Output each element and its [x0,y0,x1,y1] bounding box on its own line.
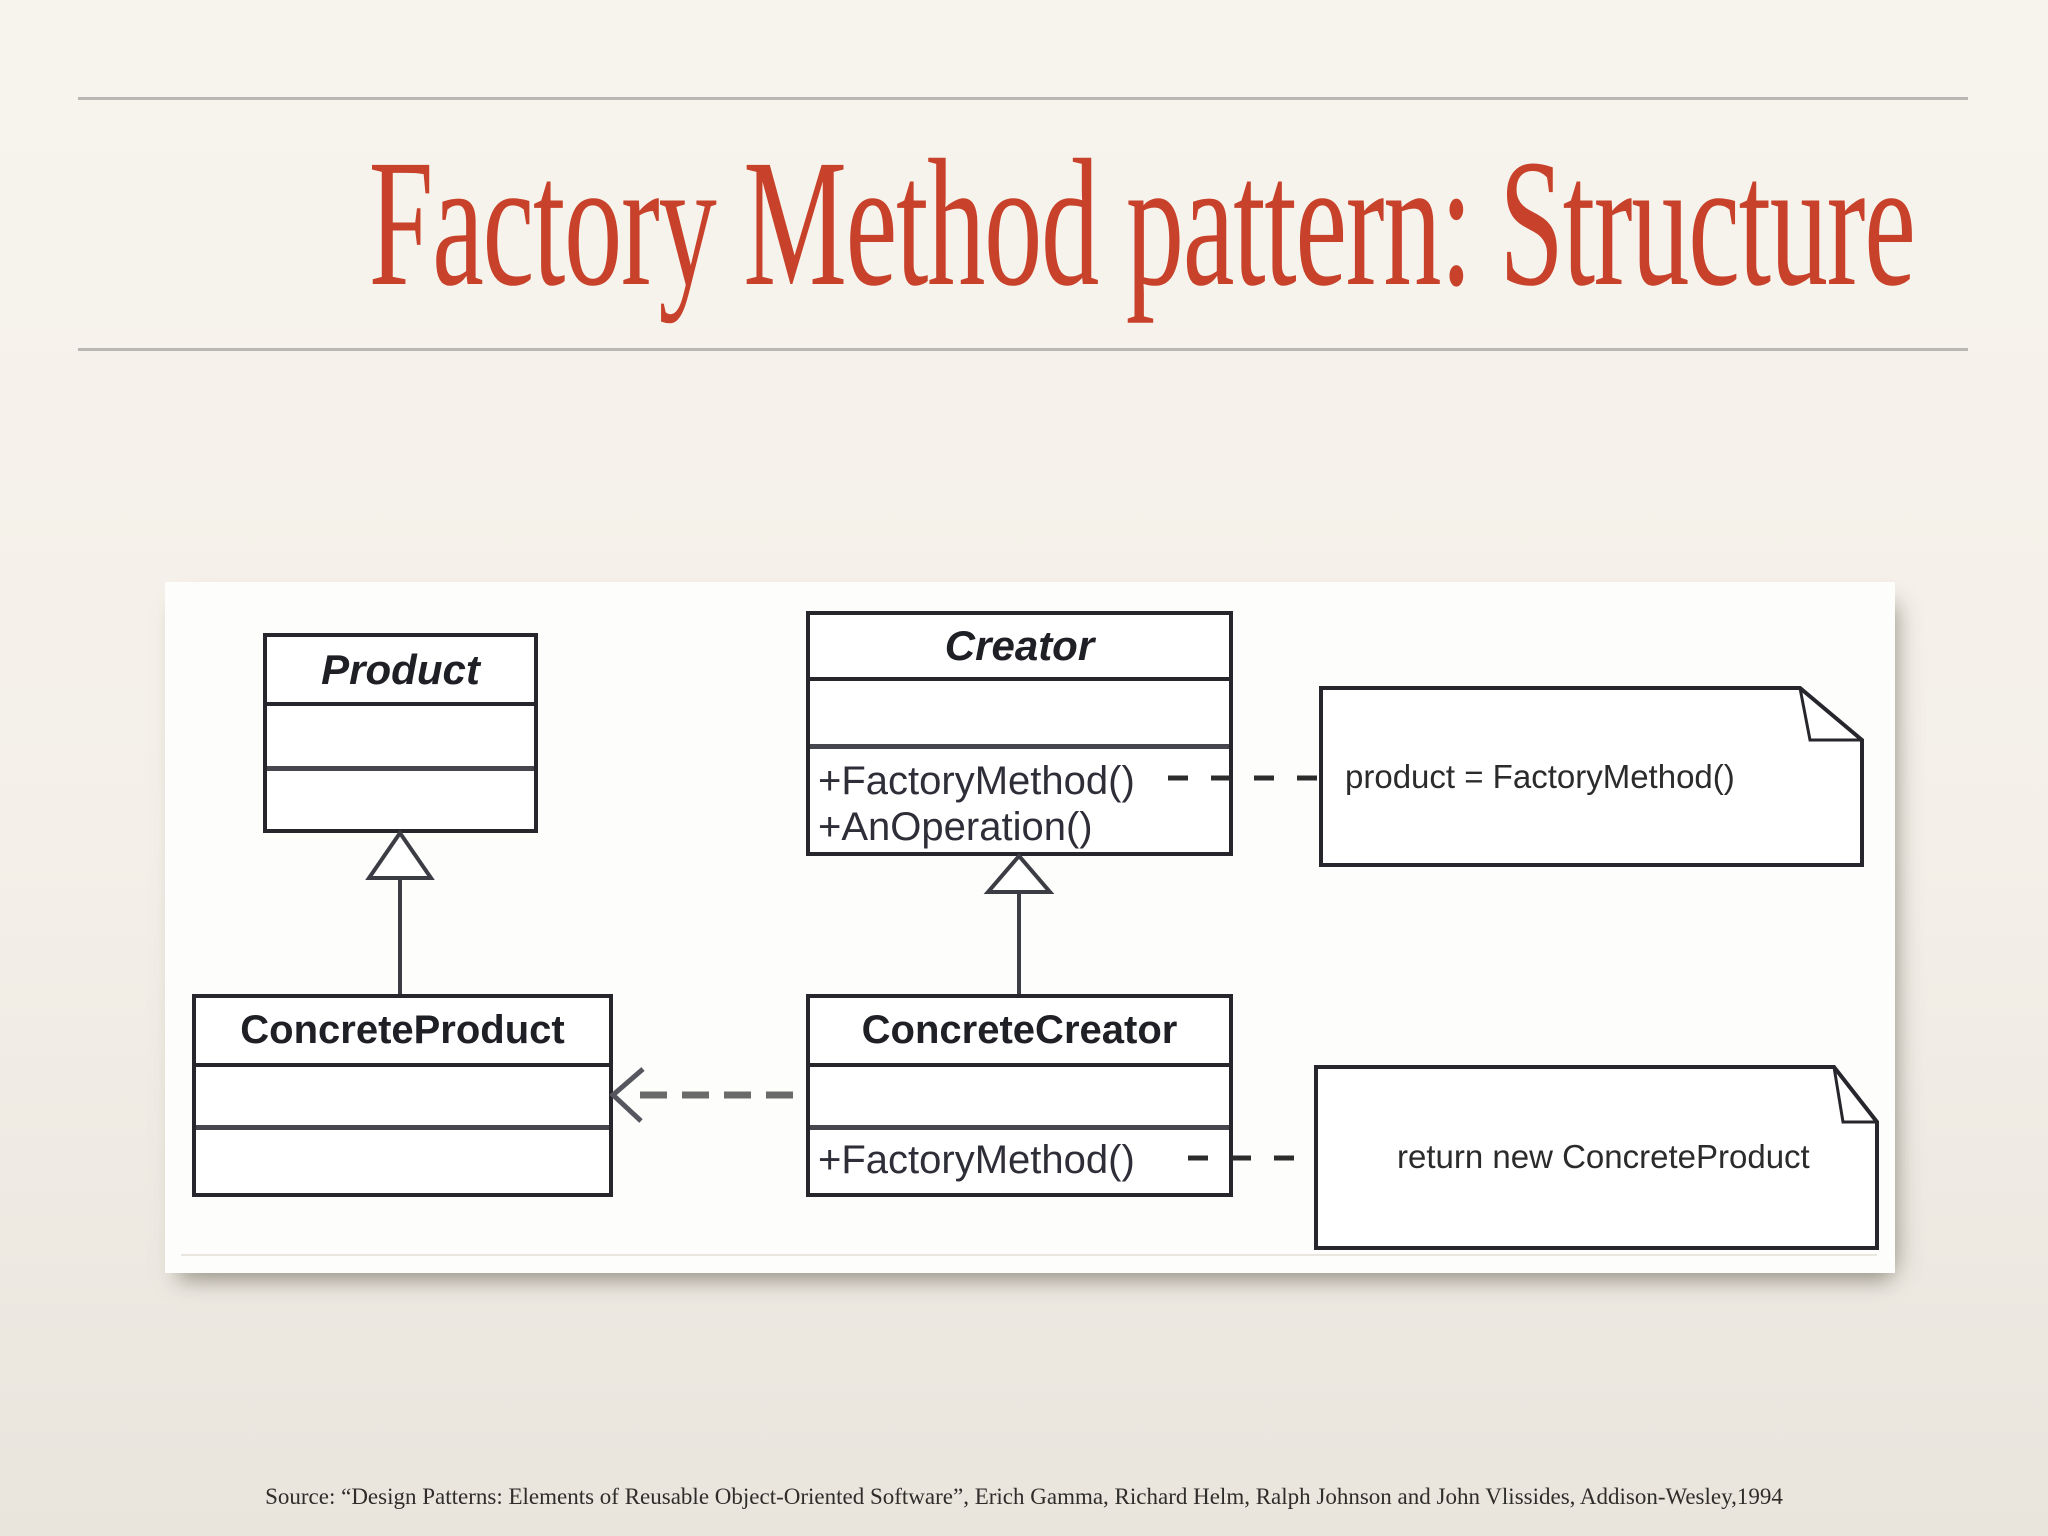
creator-attributes-compartment [810,681,1229,749]
class-title-product: Product [267,637,534,706]
method-label-factorymethod-2: +FactoryMethod() [818,1138,1135,1182]
diagram-panel: Product Creator +FactoryMethod() +AnOper… [165,582,1895,1273]
uml-class-creator: Creator +FactoryMethod() +AnOperation() [806,611,1233,856]
class-title-creator: Creator [810,615,1229,681]
inheritance-arrow-creator [983,852,1055,994]
uml-class-concrete-product: ConcreteProduct [192,994,613,1197]
note-text-bottom: return new ConcreteProduct [1397,1138,1810,1175]
title-bottom-rule [78,348,1968,351]
title-top-rule [78,97,1968,100]
diagram-image-bottom-edge [181,1254,1877,1256]
uml-class-concrete-creator: ConcreteCreator +FactoryMethod() [806,994,1233,1197]
method-label-factorymethod: +FactoryMethod() [818,759,1135,803]
product-attributes-compartment [267,706,534,771]
concrete-creator-attributes-compartment [810,1067,1229,1130]
source-citation: Source: “Design Patterns: Elements of Re… [265,1484,1783,1509]
inheritance-arrow-product [365,829,435,994]
creator-methods-compartment: +FactoryMethod() +AnOperation() [810,749,1229,852]
class-title-concrete-creator: ConcreteCreator [810,998,1229,1067]
concrete-creator-methods-compartment: +FactoryMethod() [810,1130,1229,1193]
dependency-arrow [609,1067,800,1123]
slide-title: Factory Method pattern: Structure [368,123,1916,324]
method-label-anoperation: +AnOperation() [818,805,1093,849]
note-text-top: product = FactoryMethod() [1345,758,1735,795]
uml-class-product: Product [263,633,538,833]
concrete-product-attributes-compartment [196,1067,609,1130]
product-methods-compartment [267,771,534,829]
concrete-product-methods-compartment [196,1130,609,1193]
class-title-concrete-product: ConcreteProduct [196,998,609,1067]
